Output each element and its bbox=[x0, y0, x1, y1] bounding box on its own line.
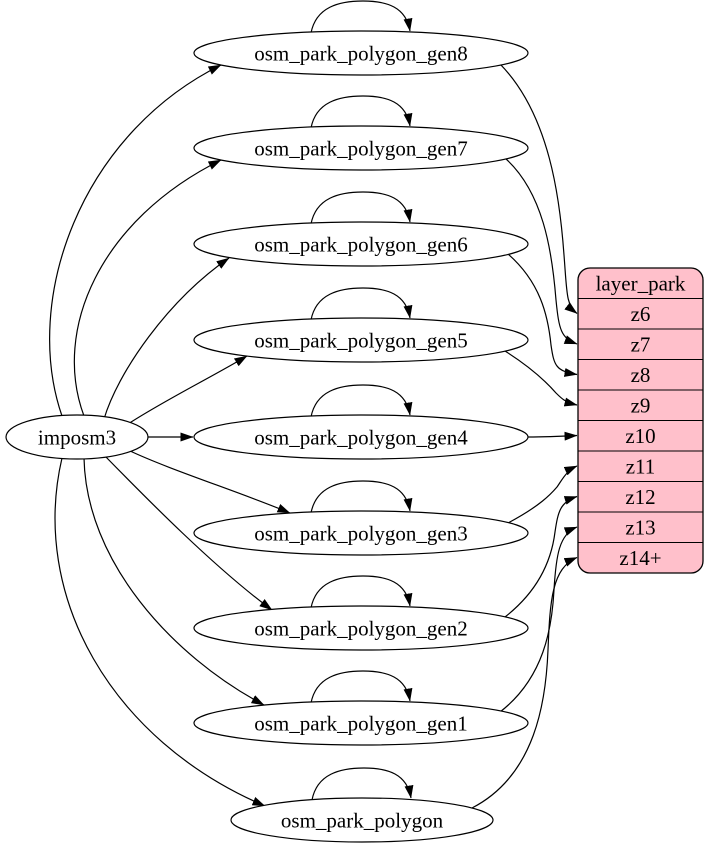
node-ellipse-osm_park_polygon_gen6 bbox=[193, 221, 529, 267]
table-row-label-z9: z9 bbox=[631, 394, 651, 418]
node-imposm3: imposm3 bbox=[5, 414, 149, 460]
node-label-osm_park_polygon_gen2: osm_park_polygon_gen2 bbox=[254, 616, 467, 640]
edge-selfloop-osm_park_polygon_gen5 bbox=[310, 287, 413, 321]
node-ellipse-osm_park_polygon bbox=[230, 797, 494, 843]
node-osm_park_polygon_gen6: osm_park_polygon_gen6 bbox=[193, 221, 529, 267]
node-osm_park_polygon_gen2: osm_park_polygon_gen2 bbox=[193, 605, 529, 651]
table-row-label-z10: z10 bbox=[625, 424, 655, 448]
edge-osm_park_polygon-to-layer_park-z14+ bbox=[471, 556, 578, 809]
node-label-osm_park_polygon_gen8: osm_park_polygon_gen8 bbox=[254, 41, 467, 65]
node-label-osm_park_polygon: osm_park_polygon bbox=[281, 808, 444, 832]
edge-osm_park_polygon_gen4-to-layer_park-z10 bbox=[527, 431, 578, 441]
node-ellipse-osm_park_polygon_gen4 bbox=[193, 414, 529, 460]
node-label-osm_park_polygon_gen3: osm_park_polygon_gen3 bbox=[254, 521, 467, 545]
node-osm_park_polygon_gen5: osm_park_polygon_gen5 bbox=[193, 317, 529, 363]
node-ellipse-osm_park_polygon_gen5 bbox=[193, 317, 529, 363]
edge-imposm3-to-osm_park_polygon_gen8 bbox=[49, 64, 222, 417]
edge-osm_park_polygon_gen6-to-layer_park-z8 bbox=[507, 253, 578, 377]
edge-imposm3-to-osm_park_polygon bbox=[54, 457, 266, 807]
edge-selfloop-osm_park_polygon bbox=[311, 767, 414, 801]
edge-imposm3-to-osm_park_polygon_gen2 bbox=[103, 454, 273, 611]
edge-imposm3-to-osm_park_polygon_gen1 bbox=[83, 457, 265, 706]
edge-osm_park_polygon_gen7-to-layer_park-z7 bbox=[504, 157, 578, 345]
node-label-imposm3: imposm3 bbox=[38, 425, 116, 449]
node-osm_park_polygon_gen8: osm_park_polygon_gen8 bbox=[193, 30, 529, 76]
node-ellipse-osm_park_polygon_gen8 bbox=[193, 30, 529, 76]
node-label-osm_park_polygon_gen4: osm_park_polygon_gen4 bbox=[254, 425, 468, 449]
edge-selfloop-osm_park_polygon_gen3 bbox=[310, 480, 413, 514]
table-row-label-z6: z6 bbox=[631, 302, 651, 326]
table-row-label-z13: z13 bbox=[625, 516, 655, 540]
node-label-osm_park_polygon_gen5: osm_park_polygon_gen5 bbox=[254, 328, 467, 352]
table-row-label-z11: z11 bbox=[626, 455, 656, 479]
edge-imposm3-to-osm_park_polygon_gen6 bbox=[103, 257, 230, 420]
edge-selfloop-osm_park_polygon_gen7 bbox=[310, 95, 413, 129]
node-ellipse-osm_park_polygon_gen7 bbox=[193, 125, 529, 171]
edge-osm_park_polygon_gen3-to-layer_park-z11 bbox=[507, 465, 578, 524]
node-osm_park_polygon_gen7: osm_park_polygon_gen7 bbox=[193, 125, 529, 171]
node-ellipse-osm_park_polygon_gen2 bbox=[193, 605, 529, 651]
edge-selfloop-osm_park_polygon_gen8 bbox=[310, 0, 413, 34]
edge-selfloop-osm_park_polygon_gen2 bbox=[310, 575, 413, 609]
edge-osm_park_polygon_gen1-to-layer_park-z13 bbox=[499, 526, 578, 713]
node-osm_park_polygon: osm_park_polygon bbox=[230, 797, 494, 843]
edge-selfloop-osm_park_polygon_gen6 bbox=[310, 191, 413, 225]
table-row-label-z7: z7 bbox=[631, 333, 651, 357]
node-ellipse-osm_park_polygon_gen3 bbox=[193, 510, 529, 556]
edge-selfloop-osm_park_polygon_gen1 bbox=[310, 670, 413, 704]
node-osm_park_polygon_gen3: osm_park_polygon_gen3 bbox=[193, 510, 529, 556]
layer-park-title: layer_park bbox=[596, 272, 686, 296]
layer-park-table: layer_park z6 z7 z8 z9 z10 z11 z12 z13 z14+ bbox=[577, 267, 704, 574]
table-row-label-z14+: z14+ bbox=[619, 546, 661, 570]
table-row-label-z8: z8 bbox=[631, 363, 651, 387]
node-label-osm_park_polygon_gen7: osm_park_polygon_gen7 bbox=[254, 136, 467, 160]
edge-osm_park_polygon_gen8-to-layer_park-z6 bbox=[499, 63, 578, 314]
edge-imposm3-to-osm_park_polygon_gen3 bbox=[127, 449, 291, 514]
node-osm_park_polygon_gen1: osm_park_polygon_gen1 bbox=[193, 700, 529, 746]
edge-osm_park_polygon_gen2-to-layer_park-z12 bbox=[504, 495, 578, 618]
node-osm_park_polygon_gen4: osm_park_polygon_gen4 bbox=[193, 414, 529, 460]
edge-imposm3-to-osm_park_polygon_gen7 bbox=[73, 159, 222, 417]
edge-imposm3-to-osm_park_polygon_gen5 bbox=[127, 355, 248, 425]
node-label-osm_park_polygon_gen1: osm_park_polygon_gen1 bbox=[254, 711, 467, 735]
node-label-osm_park_polygon_gen6: osm_park_polygon_gen6 bbox=[254, 232, 467, 256]
edge-osm_park_polygon_gen5-to-layer_park-z9 bbox=[504, 350, 578, 407]
node-ellipse-osm_park_polygon_gen1 bbox=[193, 700, 529, 746]
edge-selfloop-osm_park_polygon_gen4 bbox=[310, 384, 413, 418]
node-ellipse-imposm3 bbox=[5, 414, 149, 460]
table-row-label-z12: z12 bbox=[625, 485, 655, 509]
